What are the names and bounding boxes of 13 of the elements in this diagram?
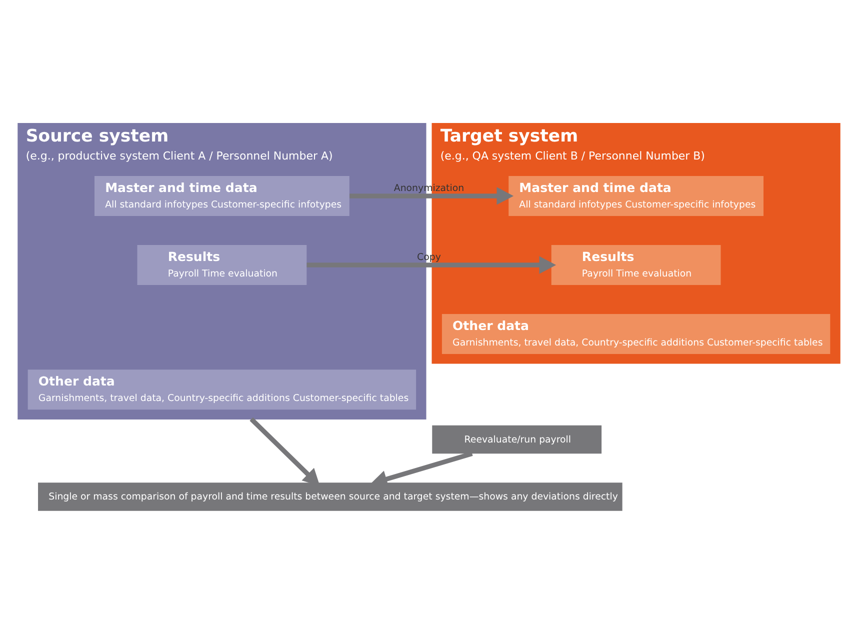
node-box: Master and time data All standard infotypes Customer-specific infotypes xyxy=(94,176,350,216)
node-box: Single or mass comparison of payroll and time results between source and target system—shows any deviations directly xyxy=(38,482,622,511)
node-box: Master and time data All standard infotypes Customer-specific infotypes xyxy=(508,176,764,216)
node-box: Results Payroll Time evaluation xyxy=(551,244,721,285)
edge-label: Anonymization xyxy=(394,182,464,194)
node-box: Other data Garnishments, travel data, Country-specific additions Customer-specific tables xyxy=(442,314,830,354)
arrow xyxy=(250,417,320,486)
node-box: Other data Garnishments, travel data, Country-specific additions Customer-specific tables xyxy=(28,370,416,410)
arrow xyxy=(306,256,556,274)
node-box: Reevaluate/run payroll xyxy=(432,425,602,454)
arrow xyxy=(350,187,514,205)
edge-label: Copy xyxy=(417,252,441,263)
node-box: Results Payroll Time evaluation xyxy=(137,244,307,285)
